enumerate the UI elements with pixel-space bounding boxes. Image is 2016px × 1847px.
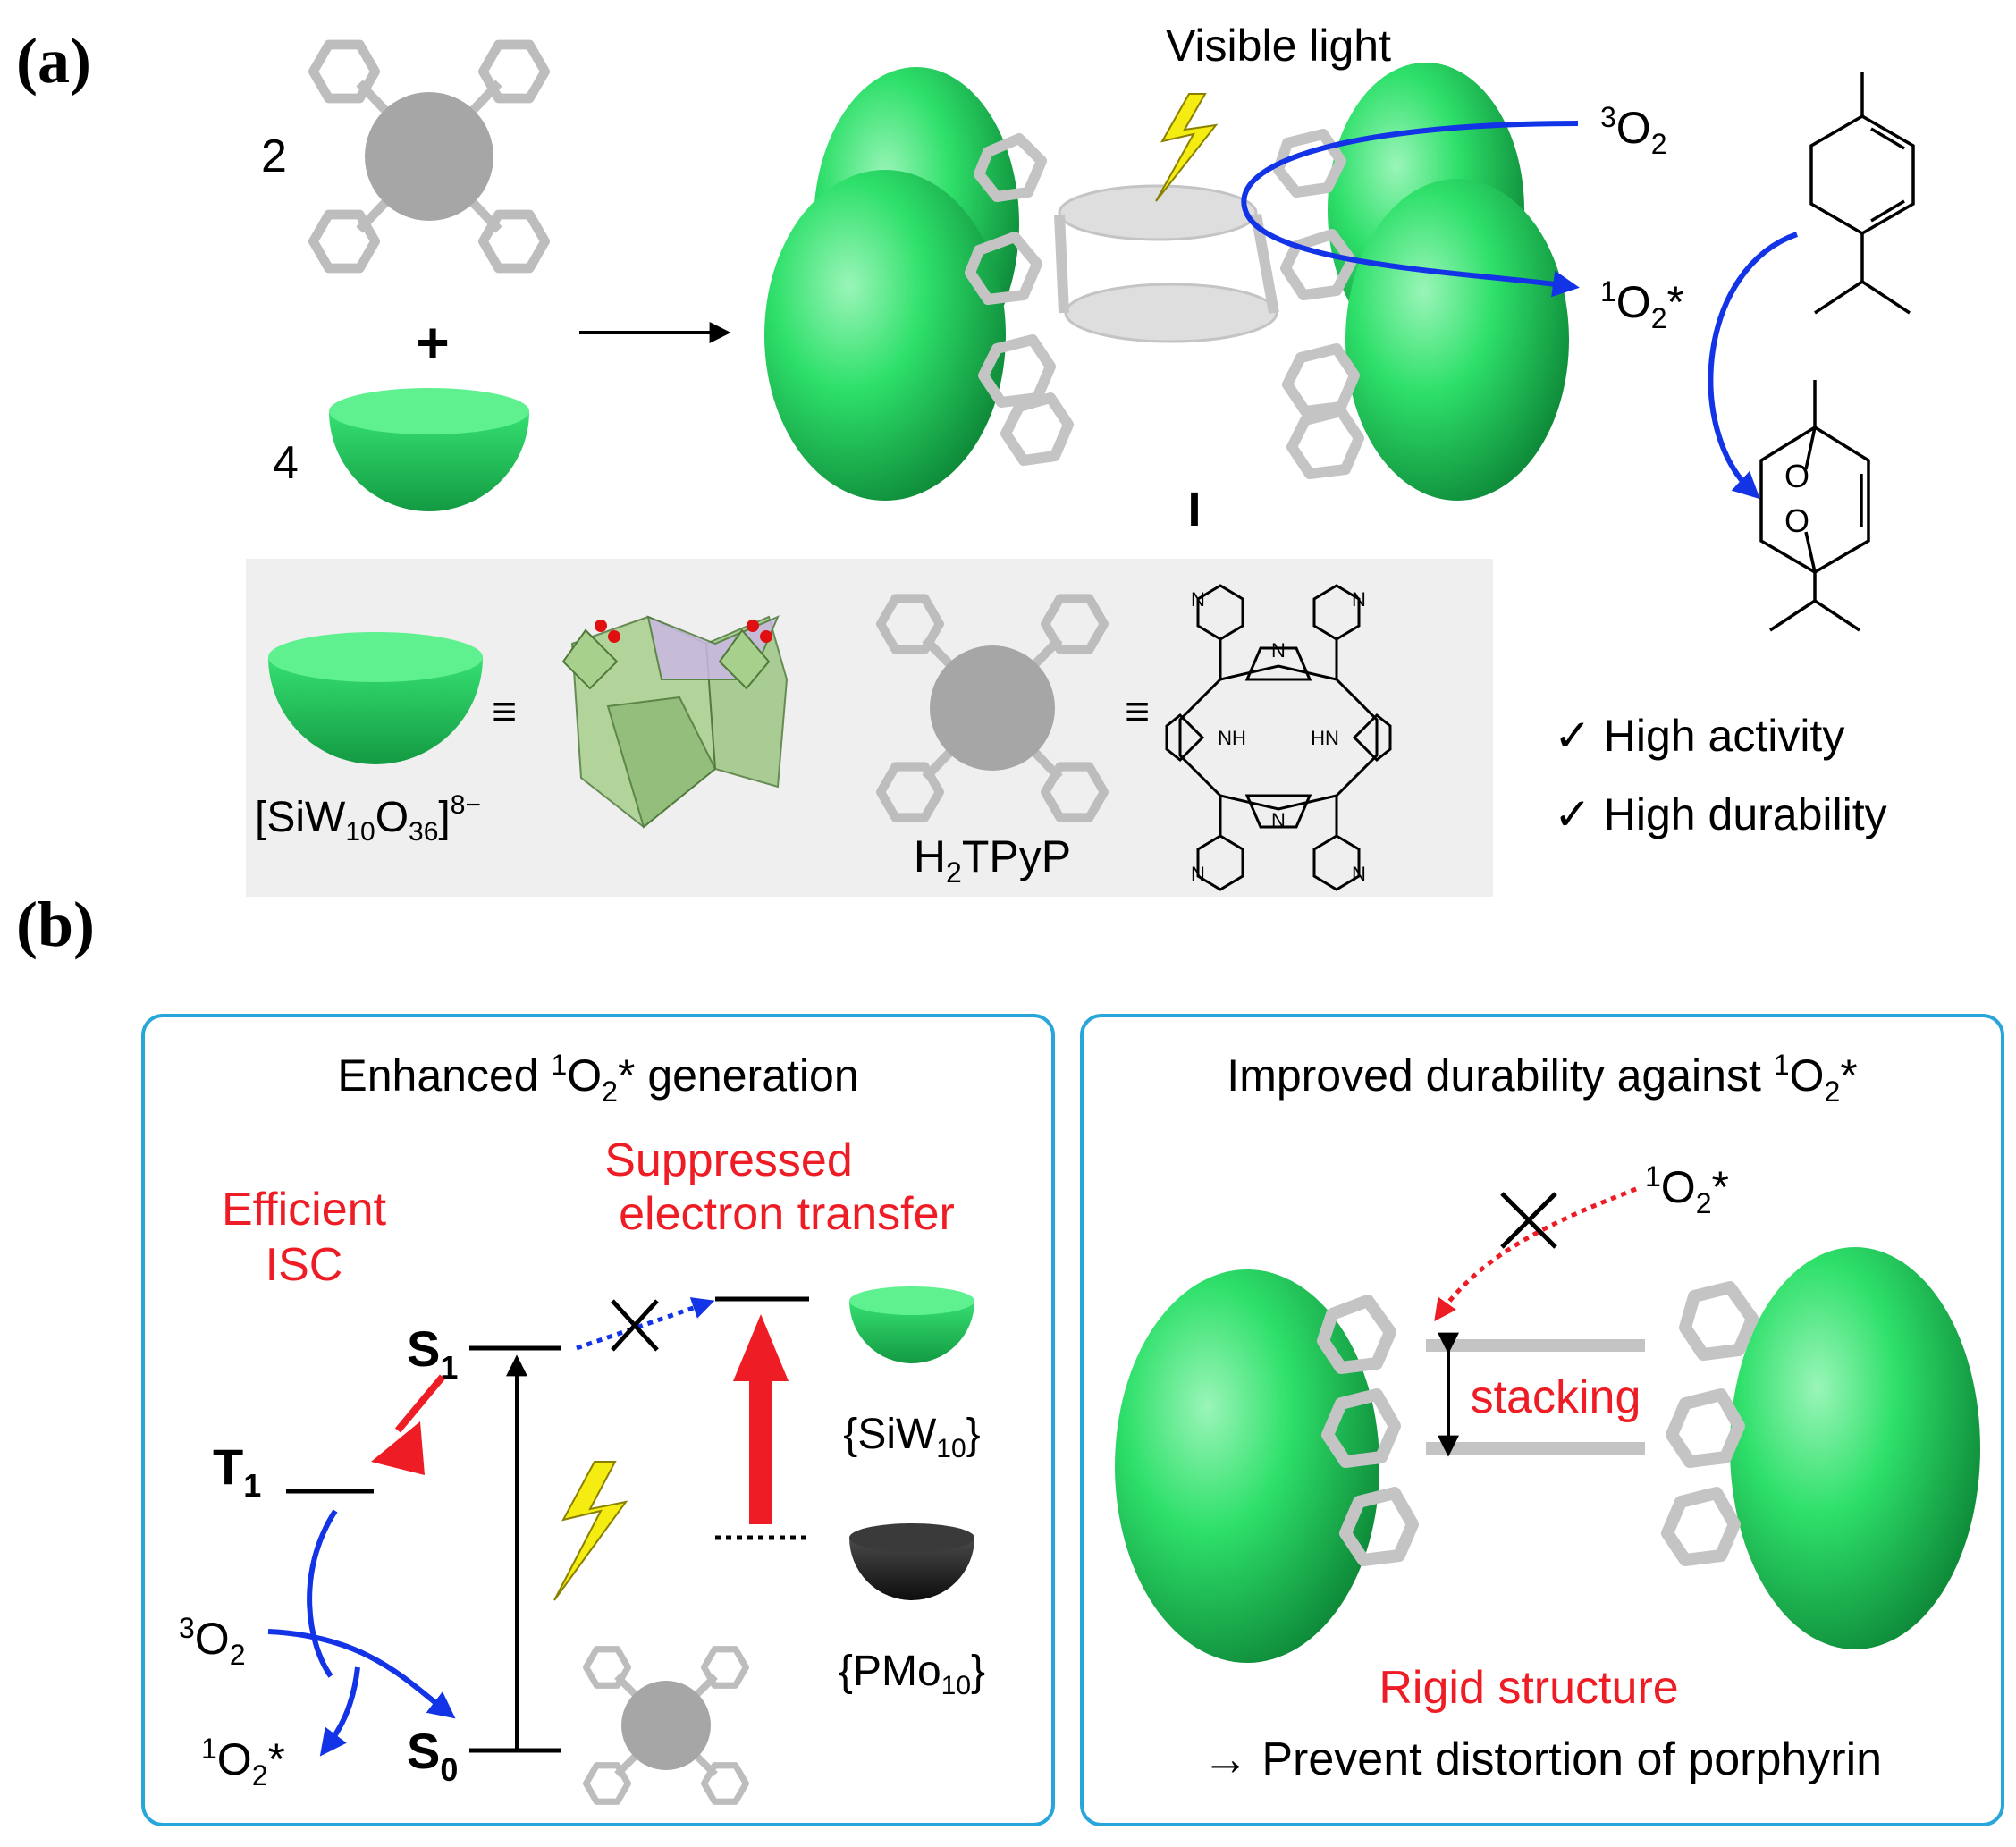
check-high-activity: ✓ High activity — [1554, 711, 1844, 761]
coef-pom: 4 — [273, 437, 299, 489]
porphyrin-reactant-icon — [313, 45, 544, 268]
triplet-to-s0-arrow — [267, 1629, 456, 1719]
legend-equiv-pom: ≡ — [492, 688, 517, 736]
s1-label: S1 — [407, 1320, 458, 1386]
electron-transfer-arrow — [576, 1297, 715, 1351]
right-singlet-o2-label: 1O2* — [1645, 1160, 1729, 1219]
pyrrole-nh-right: HN — [1311, 727, 1339, 749]
suppressed-et-line2: electron transfer — [619, 1188, 955, 1240]
lightning-bolt-icon — [1155, 93, 1219, 202]
alpha-terpinene-structure — [1809, 72, 1915, 315]
oxidation-arrow — [1708, 232, 1798, 500]
lightning-bolt-icon — [553, 1461, 628, 1601]
pyridine-n-1: N — [1191, 588, 1205, 611]
rigid-structure-label: Rigid structure — [1379, 1662, 1678, 1714]
pyridine-n-2: N — [1352, 588, 1366, 611]
oxygen-activation-arrow — [1241, 121, 1580, 298]
panel-a-label: (a) — [16, 25, 91, 97]
coef-porphyrin: 2 — [261, 131, 287, 182]
prevent-distortion-label: → Prevent distortion of porphyrin — [1202, 1733, 1882, 1785]
singlet-o2-formation-arrow — [319, 1666, 360, 1757]
t1-label: T1 — [213, 1438, 261, 1504]
panel-b-label: (b) — [16, 889, 95, 960]
plus-sign: + — [416, 310, 449, 375]
pyridine-n-3: N — [1191, 863, 1205, 885]
siw10-bowl-icon — [849, 1286, 974, 1363]
energy-gap-red-arrow — [733, 1314, 789, 1524]
pyrrole-nh-left: NH — [1218, 727, 1246, 749]
porphyrin-name: H2TPyP — [914, 831, 1071, 889]
legend-equiv-porphyrin: ≡ — [1125, 688, 1150, 736]
sandwich-assembly — [764, 63, 1569, 501]
isc-mechanism-box — [141, 1014, 1055, 1826]
energy-transfer-curve — [307, 1509, 338, 1678]
durability-box — [1080, 1014, 2004, 1826]
singlet-o2-label: 1O2* — [1600, 275, 1684, 334]
polyoxometalate-polyhedra — [561, 615, 789, 829]
suppressed-et-line1: Suppressed — [604, 1134, 853, 1186]
singlet-o2-attack-arrow — [1434, 1186, 1637, 1322]
pyridine-n-4: N — [1352, 863, 1366, 885]
check-high-durability: ✓ High durability — [1554, 789, 1887, 839]
visible-light-label: Visible light — [1166, 21, 1391, 71]
peroxide-oxygen-1: O — [1784, 458, 1809, 494]
stacking-label: stacking — [1471, 1371, 1641, 1423]
pyrrole-n-bottom: N — [1271, 809, 1286, 831]
left-singlet-o2-label: 1O2* — [201, 1733, 285, 1792]
ascaridole-structure — [1759, 380, 1870, 632]
rigid-sandwich-assembly — [1115, 1247, 1980, 1663]
pom-reactant-bowl-icon — [329, 388, 529, 511]
porphyrin-small-icon — [586, 1649, 747, 1802]
left-box-title: Enhanced 1O2* generation — [337, 1049, 858, 1108]
siw10-label: {SiW10} — [843, 1411, 980, 1463]
blocked-cross-icon — [611, 1299, 659, 1352]
triplet-o2-label: 3O2 — [1600, 101, 1667, 160]
left-triplet-o2-label: 3O2 — [179, 1612, 246, 1671]
peroxide-oxygen-2: O — [1784, 502, 1809, 539]
isc-red-arrow — [371, 1374, 446, 1475]
pmo10-bowl-icon — [849, 1523, 974, 1600]
efficient-isc-line2: ISC — [266, 1239, 343, 1291]
legend-porphyrin-icon — [881, 599, 1104, 818]
s0-label: S0 — [407, 1723, 458, 1788]
efficient-isc-line1: Efficient — [222, 1184, 387, 1236]
pmo10-label: {PMo10} — [839, 1648, 985, 1700]
blocked-cross-icon — [1500, 1192, 1557, 1249]
legend-pom-bowl-icon — [268, 632, 483, 764]
right-box-title: Improved durability against 1O2* — [1227, 1049, 1857, 1108]
pom-formula: [SiW10O36]8− — [255, 790, 481, 847]
tpyp-skeletal-structure — [1165, 584, 1392, 891]
assembly-label: I — [1187, 483, 1201, 536]
pyrrole-n-top: N — [1271, 639, 1286, 662]
